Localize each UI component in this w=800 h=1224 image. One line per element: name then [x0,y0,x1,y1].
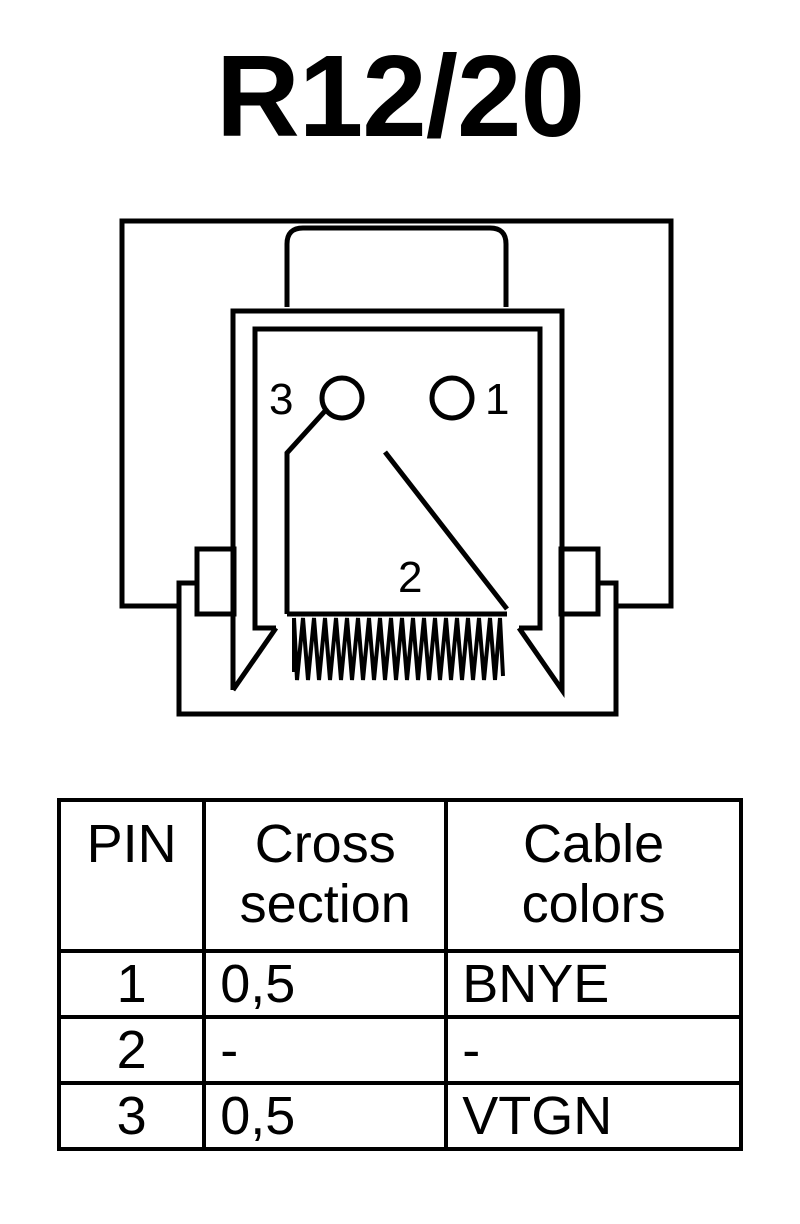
header-cross-section: Cross section [202,798,449,953]
pin-1-contact [429,375,475,421]
right-clip [558,546,601,617]
table-header-row: PIN Cross section Cable colors [56,798,743,953]
cross-section-cell: - [202,1014,449,1085]
header-cable-colors: Cable colors [444,798,743,953]
pin-table: PIN Cross section Cable colors 1 0,5 BNY… [56,798,743,1151]
pin-2-wire [383,450,509,611]
table-row: 2 - - [56,1014,743,1085]
pin-3-wire [284,409,327,614]
cross-section-cell: 0,5 [202,1080,449,1151]
table-row: 1 0,5 BNYE [56,948,743,1019]
connector-title: R12/20 [215,31,585,161]
pin-cell: 1 [56,948,207,1019]
pin-label-1: 1 [485,375,509,424]
top-tab [284,225,509,307]
header-pin: PIN [56,798,207,953]
bottom-base [176,580,619,717]
insert-left-taper [230,626,279,692]
pin-label-3: 3 [269,375,293,424]
table-row: 3 0,5 VTGN [56,1080,743,1151]
insert-inner [252,326,543,631]
cross-section-cell: 0,5 [202,948,449,1019]
pin-cell: 3 [56,1080,207,1151]
cable-color-cell: VTGN [444,1080,743,1151]
left-clip [194,546,237,617]
cable-color-cell: - [444,1014,743,1085]
pin-cell: 2 [56,1014,207,1085]
cable-color-cell: BNYE [444,948,743,1019]
pin-label-2: 2 [398,553,422,602]
insert-outer [230,308,565,698]
spring-contact [292,617,505,681]
outer-housing [119,218,674,609]
pin-3-contact [319,375,365,421]
connector-diagram: 3 1 2 [119,218,674,717]
